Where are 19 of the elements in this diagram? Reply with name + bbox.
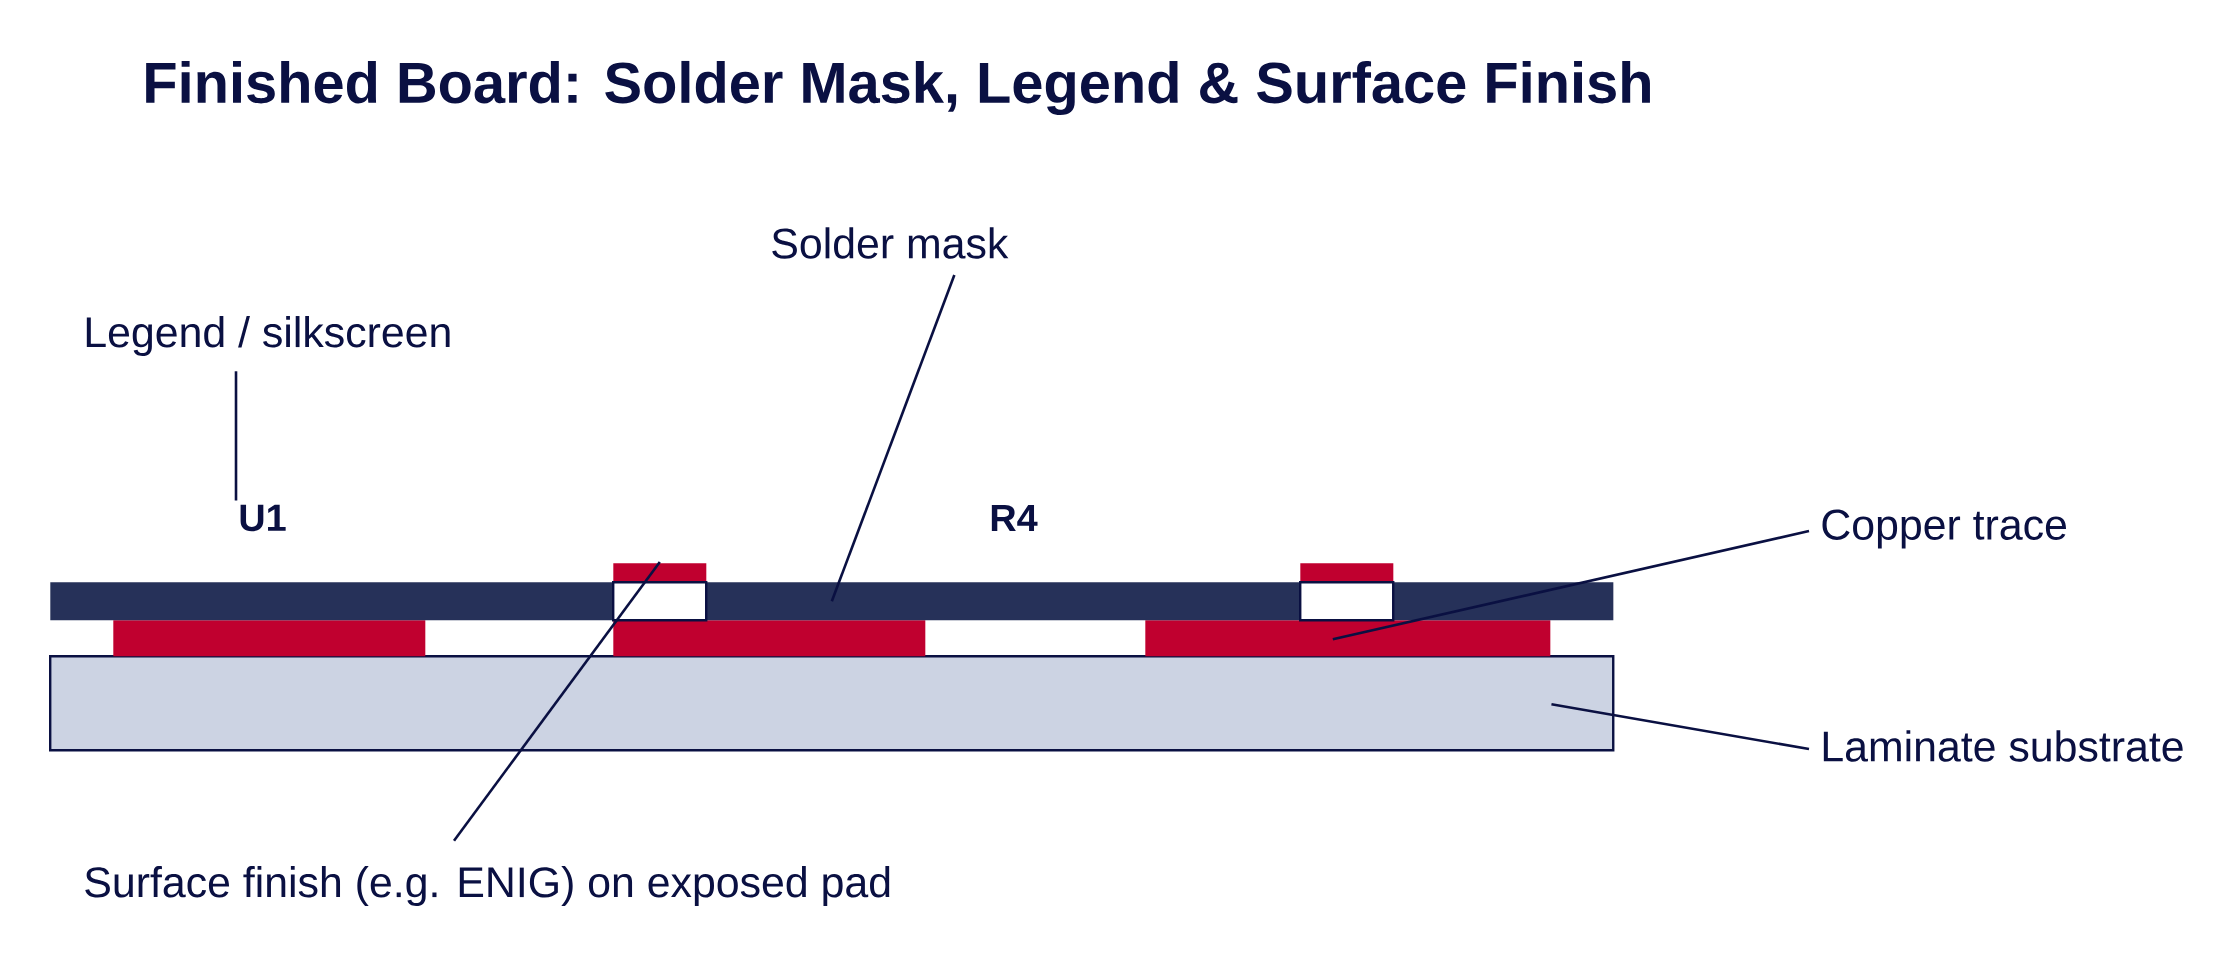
- callout-label: Solder mask: [772, 227, 1009, 259]
- copper-pad: [113, 620, 426, 657]
- copper-pad: [613, 620, 926, 657]
- leader-line: [830, 274, 956, 602]
- mask-opening: [1299, 581, 1395, 622]
- substrate-layer: [49, 655, 1615, 752]
- copper-pad: [1145, 620, 1551, 657]
- leader-line: [452, 561, 661, 842]
- leader-line: [1551, 702, 1810, 751]
- silkscreen-marking: R4: [991, 505, 1038, 532]
- callout-label: Copper trace: [1822, 509, 2066, 549]
- mask-opening: [612, 581, 708, 622]
- leader-line: [234, 371, 238, 501]
- title: Finished Board: Solder Mask, Legend & Surface Finish: [146, 60, 1650, 116]
- silkscreen-marking: U1: [240, 504, 286, 532]
- callout-label: Surface finish (e.g. ENIG) on exposed pad: [85, 866, 890, 906]
- callout-label: Laminate substrate: [1823, 730, 2183, 762]
- callout-label: Legend / silkscreen: [86, 316, 450, 356]
- leader-line: [1332, 529, 1810, 641]
